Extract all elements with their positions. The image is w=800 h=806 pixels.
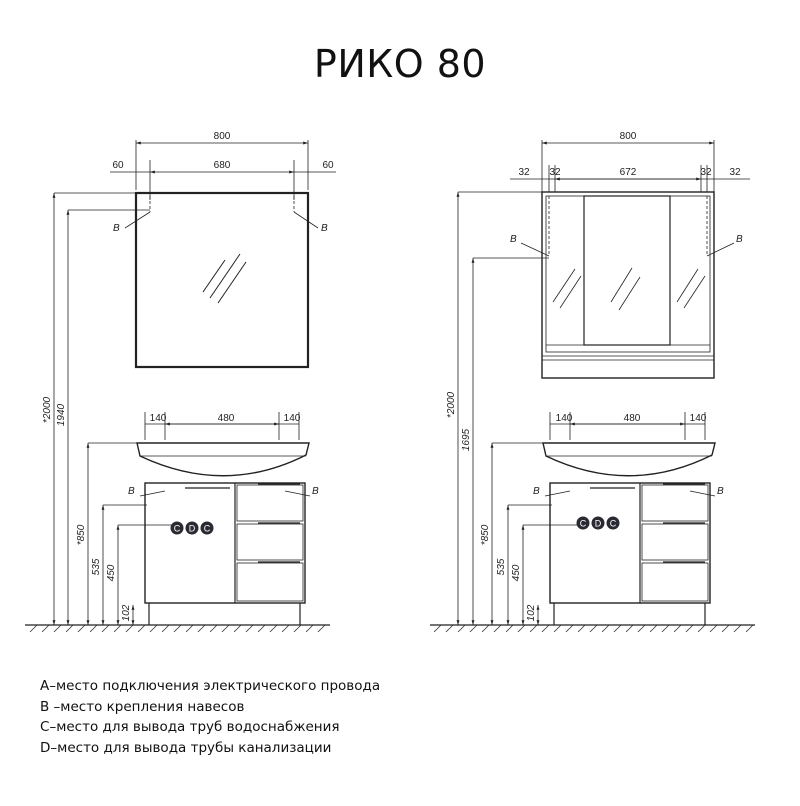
cabinet-body <box>144 482 306 604</box>
dim-height-total: *2000 <box>42 396 53 423</box>
marker-b-top-left: B <box>510 234 517 245</box>
legend-text-a: –место подключения электрического провод… <box>49 678 381 694</box>
dim-cabinet-inner: 480 <box>218 413 235 424</box>
dim-height-102-right: 102 <box>526 604 537 621</box>
marker-c-right-1 <box>576 516 590 530</box>
marker-c-right-1-label: C <box>580 519 587 529</box>
legend-letter-b: B <box>40 698 50 715</box>
dim-top-side-inner-left: 32 <box>549 167 561 178</box>
marker-b-cabinet-left-right: B <box>533 486 540 497</box>
marker-d-left-label: D <box>189 524 196 534</box>
legend-text-c: –место для вывода труб водоснабжения <box>49 719 340 735</box>
legend-letter-a: A <box>40 678 50 694</box>
dim-height-102: 102 <box>121 604 132 621</box>
dim-cabinet-side-right-right: 140 <box>690 413 707 424</box>
mirror-cabinet <box>541 191 715 379</box>
marker-b-cabinet-right-right: B <box>717 486 724 497</box>
dim-cabinet-side-right: 140 <box>284 413 301 424</box>
right-view <box>430 140 755 633</box>
dim-mirror-side-left: 60 <box>112 160 124 171</box>
legend-letter-d: D <box>40 739 51 756</box>
dim-height-sink: *850 <box>76 524 87 545</box>
dim-height-450: 450 <box>106 564 117 581</box>
legend-letter-c: C <box>40 719 50 735</box>
marker-c-left-2 <box>200 521 214 535</box>
dim-height-sink-right: *850 <box>480 524 491 545</box>
dim-height-535: 535 <box>91 558 102 575</box>
dim-height-535-right: 535 <box>496 558 507 575</box>
cabinet-body-right <box>549 482 711 604</box>
marker-c-left-1 <box>170 521 184 535</box>
dim-mirror-side-right: 60 <box>322 160 334 171</box>
legend-text-b: –место крепления навесов <box>49 698 245 715</box>
basin-right <box>542 442 716 477</box>
dim-height-mount-right: 1695 <box>461 428 472 451</box>
dim-top-inner: 672 <box>620 167 637 178</box>
dim-mirror-inner: 680 <box>214 160 231 171</box>
marker-b-cabinet-left: B <box>128 486 135 497</box>
dim-cabinet-inner-right: 480 <box>624 413 641 424</box>
legend-item-b: B –место крепления навесов <box>40 697 380 718</box>
dim-cabinet-side-left-right: 140 <box>556 413 573 424</box>
marker-d-right-label: D <box>595 519 602 529</box>
right-markers-cdc: C D C <box>576 516 620 530</box>
legend-item-d: D–место для вывода трубы канализации <box>40 738 380 759</box>
basin <box>136 442 310 477</box>
right-view-labels: 800 32 32 672 32 32 B B 140 480 140 B B … <box>446 131 743 621</box>
dim-top-side-inner-right: 32 <box>700 167 712 178</box>
marker-c-left-2-label: C <box>204 524 211 534</box>
dim-cabinet-side-left: 140 <box>150 413 167 424</box>
dim-mirror-overall: 800 <box>214 131 231 142</box>
legend-text-d: –место для вывода трубы канализации <box>50 739 332 756</box>
marker-c-right-2-label: C <box>610 519 617 529</box>
marker-c-left-1-label: C <box>174 524 181 534</box>
left-markers-cdc: C D C <box>170 521 214 535</box>
marker-d-left <box>185 521 199 535</box>
dim-height-mount: 1940 <box>56 403 67 426</box>
dim-top-side-outer-left: 32 <box>518 167 530 178</box>
marker-b-mirror-right: B <box>321 223 328 234</box>
marker-b-mirror-left: B <box>113 223 120 234</box>
dim-height-total-right: *2000 <box>446 391 457 418</box>
dim-top-side-outer-right: 32 <box>729 167 741 178</box>
mirror <box>134 191 310 369</box>
marker-b-top-right: B <box>736 234 743 245</box>
left-view <box>25 140 336 633</box>
marker-d-right <box>591 516 605 530</box>
dim-height-450-right: 450 <box>511 564 522 581</box>
left-view-labels: 800 60 680 60 B B 140 480 140 B B *2000 … <box>42 131 334 621</box>
dim-top-overall: 800 <box>620 131 637 142</box>
legend: A–место подключения электрического прово… <box>40 676 380 758</box>
legend-item-c: C–место для вывода труб водоснабжения <box>40 717 380 738</box>
marker-b-cabinet-right: B <box>312 486 319 497</box>
page-title: РИКО 80 <box>313 42 487 86</box>
marker-c-right-2 <box>606 516 620 530</box>
legend-item-a: A–место подключения электрического прово… <box>40 676 380 697</box>
